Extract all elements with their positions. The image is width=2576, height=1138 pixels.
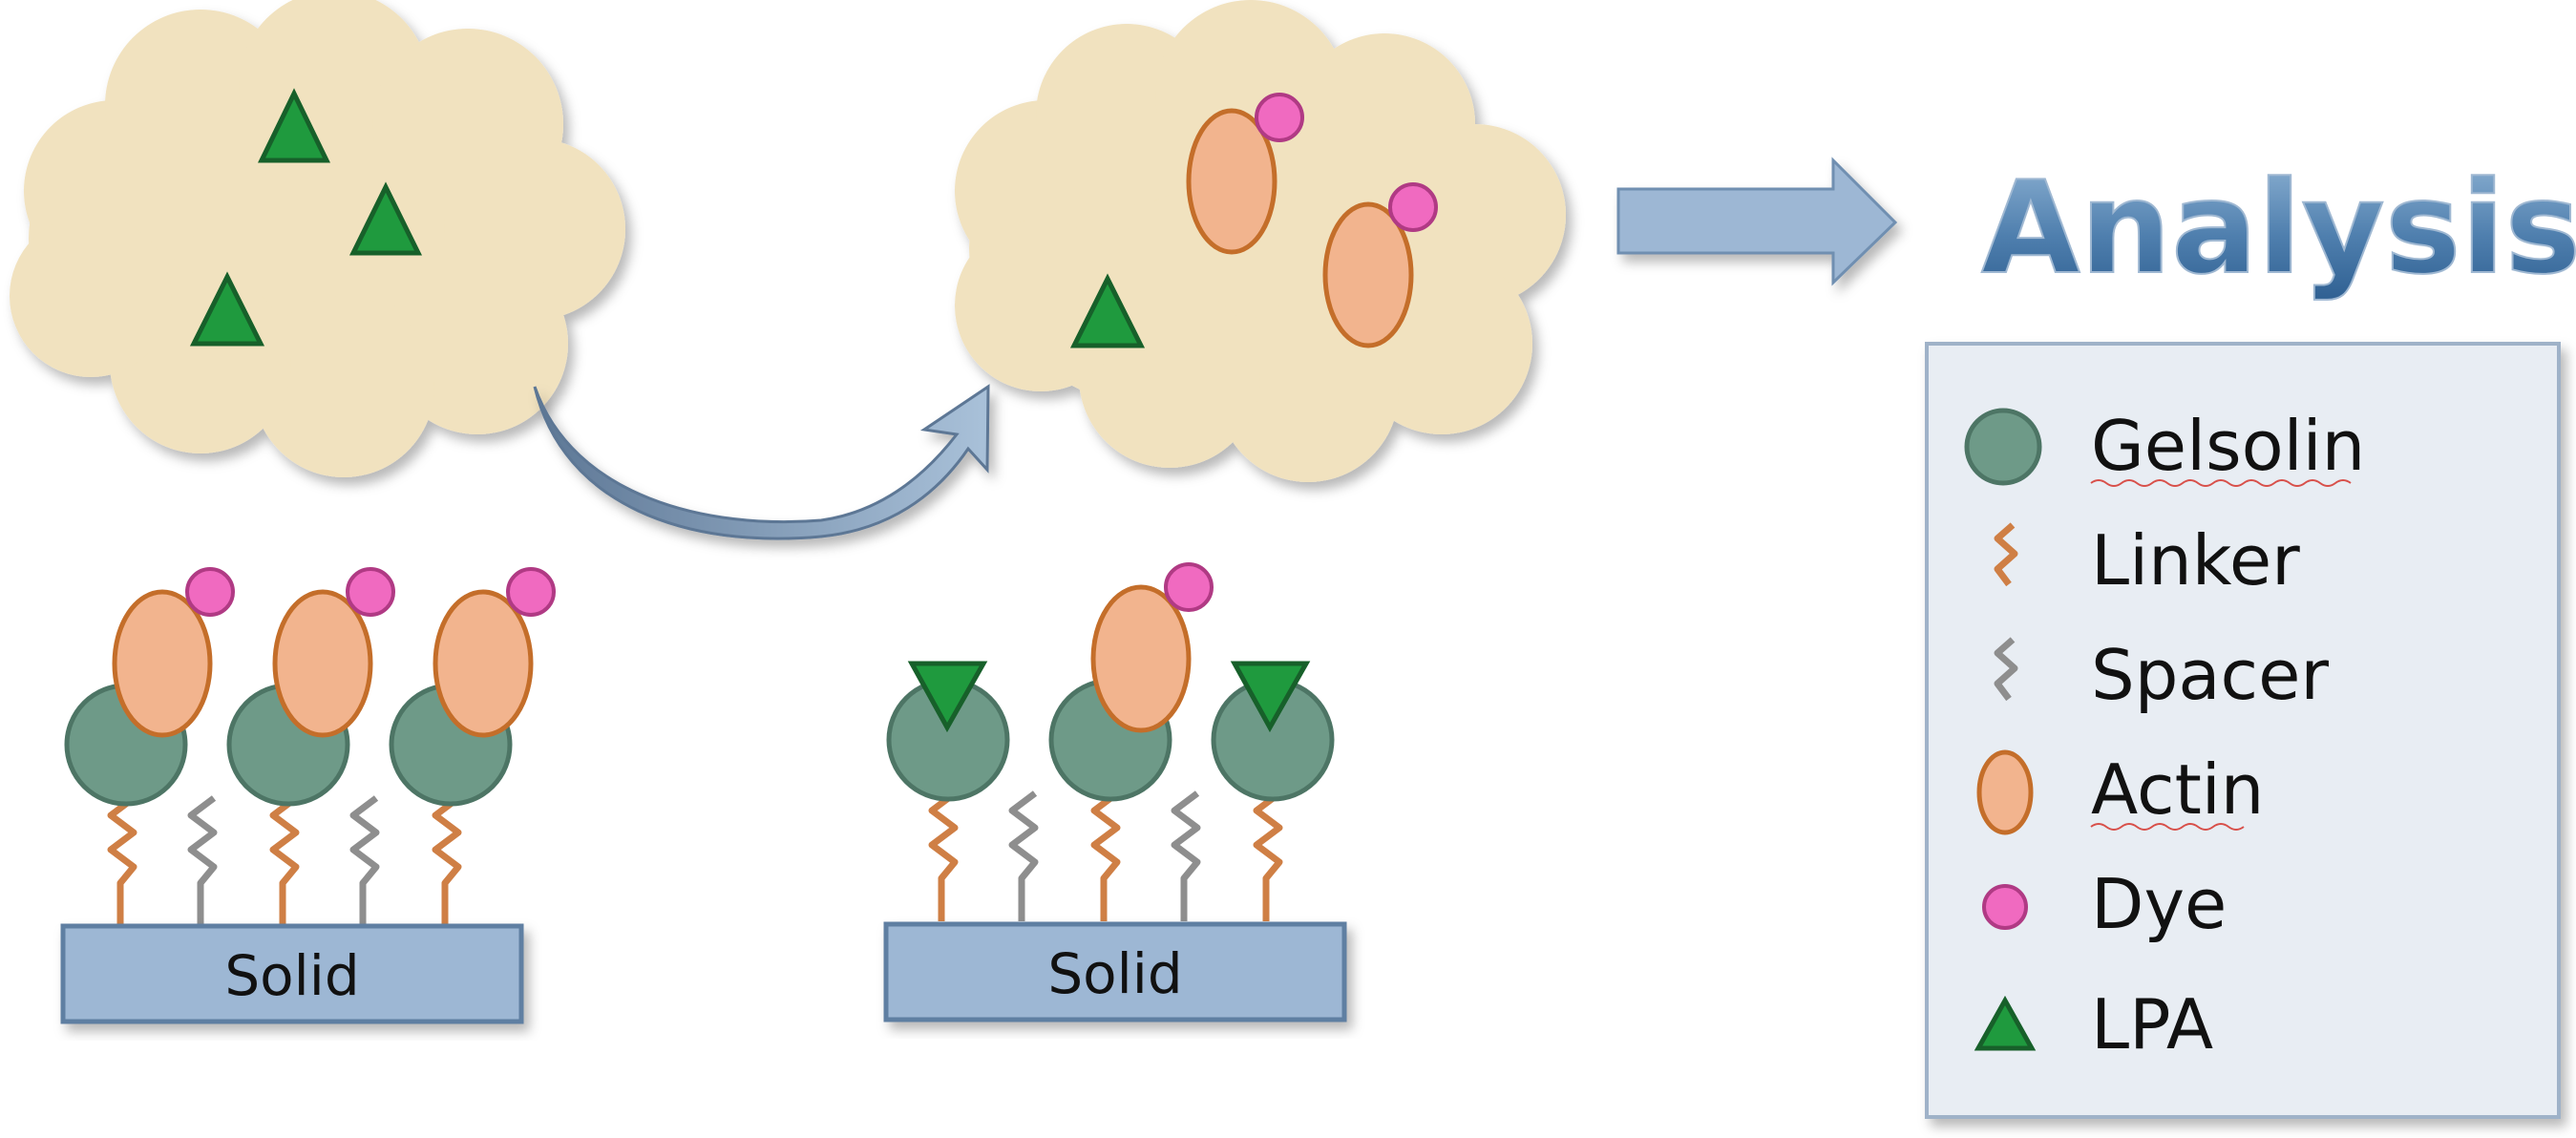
legend-label: Spacer: [2091, 635, 2329, 715]
surface-right: Solid: [883, 562, 1347, 1022]
legend-item-dye: Dye: [1982, 864, 2227, 944]
actin-oval: [272, 589, 373, 738]
legend-label: Linker: [2091, 520, 2300, 601]
lpa-triangle: [1230, 661, 1311, 733]
legend-label: Dye: [2091, 864, 2227, 944]
legend-item-gelsolin: Gelsolin: [1964, 406, 2365, 487]
spacer-zigzag: [187, 795, 218, 926]
sample-cloud-right: [955, 0, 1566, 482]
curved-transfer-arrow: [533, 384, 990, 540]
straight-arrow: [1616, 157, 1898, 286]
solid-block: [60, 923, 524, 1024]
dye-circle: [506, 567, 556, 617]
surface-left: Solid: [60, 567, 556, 1024]
gelsolin-circle-icon: [1964, 408, 2042, 486]
cloud-shape-right: [955, 0, 1566, 482]
spellcheck-underline: [2090, 479, 2352, 487]
spellcheck-underline: [2090, 823, 2245, 831]
lpa-triangle-icon: [1974, 995, 2037, 1051]
legend-item-lpa: LPA: [1974, 984, 2213, 1064]
lpa-triangle: [189, 271, 265, 347]
lpa-triangle: [907, 661, 988, 733]
actin-oval: [1322, 201, 1414, 348]
legend-item-spacer: Spacer: [1994, 635, 2329, 715]
lpa-triangle: [348, 181, 423, 256]
legend-label: Gelsolin: [2091, 406, 2365, 486]
legend-item-linker: Linker: [1994, 520, 2300, 601]
solid-label: Solid: [1047, 941, 1182, 1006]
dye-circle-icon: [1982, 884, 2028, 930]
linker-zigzag-icon: [1994, 522, 2018, 587]
sample-cloud-left: [10, 0, 625, 477]
actin-oval-icon: [1976, 749, 2034, 835]
cloud-shape-left: [10, 0, 625, 477]
legend-item-actin: Actin: [1976, 749, 2264, 835]
dye-circle: [1164, 562, 1214, 612]
spacer-zigzag: [1171, 790, 1201, 921]
spacer-zigzag: [1008, 790, 1039, 921]
dye-circle: [185, 567, 235, 617]
dye-circle: [1388, 182, 1438, 232]
analysis-title: Analysis: [1981, 154, 2576, 303]
dye-circle: [346, 567, 395, 617]
legend-label: LPA: [2091, 984, 2213, 1064]
solid-block: [883, 921, 1347, 1022]
lpa-triangle: [258, 88, 330, 163]
actin-oval: [112, 589, 213, 738]
actin-oval: [1090, 584, 1192, 733]
spacer-zigzag-icon: [1994, 637, 2018, 702]
spacer-zigzag: [349, 795, 380, 926]
legend-box: [1925, 342, 2561, 1119]
lpa-triangle: [1069, 273, 1146, 348]
legend: Gelsolin Linker Spacer Actin Dye LPA: [1925, 342, 2561, 1119]
actin-oval: [433, 589, 534, 738]
dye-circle: [1255, 93, 1304, 142]
actin-oval: [1186, 108, 1277, 255]
legend-label: Actin: [2091, 749, 2264, 830]
solid-label: Solid: [224, 943, 359, 1008]
